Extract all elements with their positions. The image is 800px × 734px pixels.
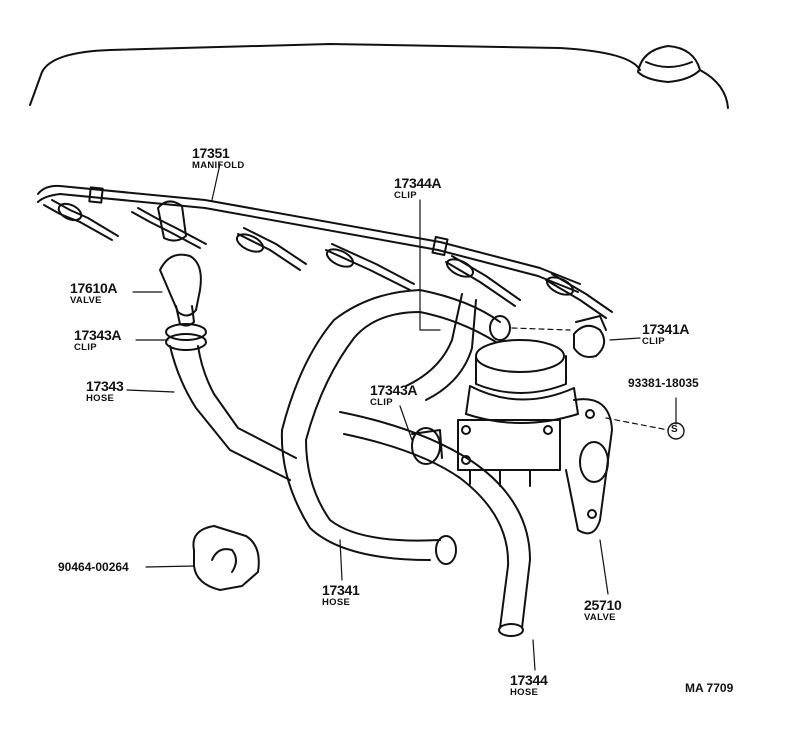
part-name: HOSE bbox=[322, 597, 351, 608]
clip-17343a-mid-drawing bbox=[411, 427, 443, 465]
part-name: VALVE bbox=[70, 295, 102, 306]
label-clip-17343a-top: 17343A CLIP bbox=[74, 327, 122, 353]
part-number: 17351 bbox=[192, 145, 230, 161]
part-name: CLIP bbox=[74, 342, 97, 353]
part-number: 17341A bbox=[642, 321, 690, 337]
part-number: 17344A bbox=[394, 175, 442, 191]
valve-25710-drawing bbox=[457, 339, 613, 535]
manifold-branches bbox=[43, 199, 613, 319]
part-name: CLIP bbox=[394, 190, 417, 201]
part-number: 17341 bbox=[322, 582, 360, 598]
part-number: 17343 bbox=[86, 378, 124, 394]
clip-17341a-drawing bbox=[573, 315, 607, 358]
label-hose-17341: 17341 HOSE bbox=[322, 582, 360, 608]
valve-17610a-drawing bbox=[157, 200, 202, 327]
part-name: HOSE bbox=[86, 393, 115, 404]
figure-reference: MA 7709 bbox=[685, 681, 734, 695]
manifold-pipe bbox=[37, 184, 581, 293]
part-name: CLIP bbox=[642, 336, 665, 347]
bolt-marker bbox=[667, 422, 685, 440]
clip-17343a-top-drawing bbox=[165, 323, 207, 351]
hose-17343-drawing bbox=[169, 345, 297, 481]
label-clip-17343a-mid: 17343A CLIP bbox=[370, 382, 418, 408]
part-name: HOSE bbox=[510, 687, 539, 698]
bolt-symbol: S bbox=[671, 424, 678, 435]
engine-cover-outline bbox=[29, 43, 729, 109]
label-hose-17344: 17344 HOSE bbox=[510, 672, 548, 698]
part-name: VALVE bbox=[584, 612, 616, 623]
part-number: 90464-00264 bbox=[58, 560, 129, 574]
label-clamp-90464: 90464-00264 bbox=[58, 561, 129, 573]
part-number: 17343A bbox=[74, 327, 122, 343]
label-clip-17341a: 17341A CLIP bbox=[642, 321, 690, 347]
hose-17341-drawing bbox=[280, 289, 511, 565]
part-number: 17344 bbox=[510, 672, 548, 688]
part-number: 25710 bbox=[584, 597, 622, 613]
clamp-90464-drawing bbox=[192, 525, 260, 591]
label-manifold: 17351 MANIFOLD bbox=[192, 146, 245, 171]
part-number: 17610A bbox=[70, 280, 118, 296]
label-hose-17343: 17343 HOSE bbox=[86, 378, 124, 404]
part-name: MANIFOLD bbox=[192, 160, 245, 171]
part-number: 93381-18035 bbox=[628, 376, 699, 390]
label-valve-25710: 25710 VALVE bbox=[584, 597, 622, 623]
hose-17344-drawing bbox=[339, 293, 531, 637]
label-clip-17344a: 17344A CLIP bbox=[394, 175, 442, 201]
leader-lines bbox=[126, 163, 677, 671]
label-valve-17610a: 17610A VALVE bbox=[70, 280, 118, 306]
label-bolt-93381: 93381-18035 bbox=[628, 377, 699, 389]
part-name: CLIP bbox=[370, 397, 393, 408]
part-number: 17343A bbox=[370, 382, 418, 398]
